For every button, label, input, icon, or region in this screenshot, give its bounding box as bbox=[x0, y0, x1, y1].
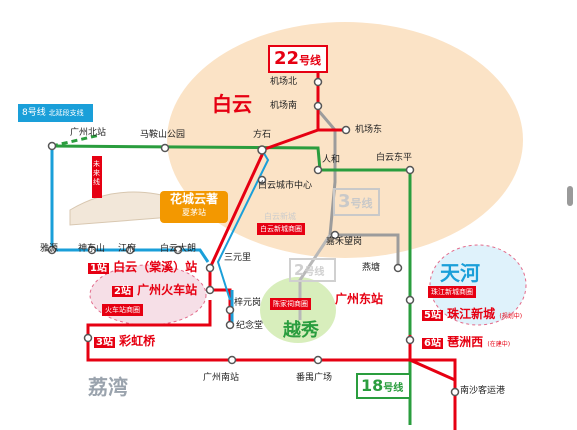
station-baiyun-city: 白云城市中心 bbox=[258, 181, 313, 191]
yuexiu-shangquan-tag: 陈家祠商圈 bbox=[270, 298, 311, 310]
stop-3-name: 彩虹桥 bbox=[119, 334, 156, 348]
station-jiangfu: 江府 bbox=[118, 244, 137, 254]
baiyun-area bbox=[167, 22, 523, 258]
line-3-route bbox=[316, 109, 400, 270]
yuexiu-area bbox=[260, 277, 336, 343]
station-jiahe-wanggang: 嘉禾望岗 bbox=[326, 237, 363, 247]
stop-1: 1站 白云（棠溪）站 bbox=[88, 258, 197, 275]
stop-6-note: (在建中) bbox=[487, 341, 511, 348]
line-8-south bbox=[216, 149, 270, 301]
scrollbar-thumb[interactable] bbox=[567, 186, 573, 206]
station-yantang: 燕塘 bbox=[362, 263, 381, 273]
area-baiyun: 白云 bbox=[212, 92, 252, 116]
line-8-dashed bbox=[51, 133, 101, 148]
stop-5-badge: 5站 bbox=[422, 310, 443, 321]
station-jichang-nan: 机场南 bbox=[270, 101, 298, 111]
station-jichang-bei: 机场北 bbox=[270, 77, 298, 87]
line-18-unit: 号线 bbox=[383, 383, 404, 394]
line-2-num: 2 bbox=[294, 261, 305, 279]
station-baiyun-dongping: 白云东平 bbox=[376, 153, 413, 163]
tianhe-area bbox=[429, 244, 527, 326]
line-22-south bbox=[86, 300, 457, 430]
area-yuexiu: 越秀 bbox=[283, 320, 319, 341]
station-yayuan: 雅源 bbox=[40, 244, 59, 254]
stop-6: 6站 琶洲西 (在建中) bbox=[422, 333, 510, 350]
line-18-num: 18 bbox=[361, 376, 384, 395]
station-sanyuanli: 三元里 bbox=[224, 253, 252, 263]
future-label: 未来线 bbox=[93, 160, 100, 186]
station-renhe: 人和 bbox=[322, 155, 341, 165]
stop-1-badge: 1站 bbox=[88, 263, 109, 274]
station-maanshan: 马鞍山公园 bbox=[140, 130, 186, 140]
area-liwan: 荔湾 bbox=[88, 375, 128, 399]
stop-5: 5站 珠江新城 (规划中) bbox=[422, 305, 522, 322]
baiyun-shangquan-tag: 白云新城商圈 bbox=[257, 223, 305, 235]
line-3-num: 3 bbox=[338, 191, 351, 212]
baiyun-xincheng-label: 白云新城 bbox=[264, 212, 296, 221]
stop-2-badge: 2站 bbox=[112, 286, 133, 297]
line-8-sub: 北延段支线 bbox=[48, 109, 84, 117]
station-panyu-guangchang: 番禺广场 bbox=[296, 373, 333, 383]
tianhe-shangquan-tag: 珠江新城商圈 bbox=[428, 286, 476, 298]
stop-1-name: 白云（棠溪）站 bbox=[113, 260, 198, 274]
future-label-bar bbox=[92, 156, 102, 198]
station-guangzhou-nan: 广州南站 bbox=[203, 373, 240, 383]
xiamao-sub: 夏茅站 bbox=[182, 208, 206, 217]
station-fangshi: 方石 bbox=[253, 130, 272, 140]
stop-6-name: 琶洲西 bbox=[447, 335, 484, 349]
stop-3-badge: 3站 bbox=[94, 337, 115, 348]
station-nodes bbox=[47, 77, 460, 397]
line-22-unit: 号线 bbox=[299, 54, 322, 67]
line-22-num: 22 bbox=[274, 48, 300, 69]
line-3-badge: 3号线 bbox=[333, 188, 380, 216]
station-guangzhou-bei: 广州北站 bbox=[70, 128, 107, 138]
station-baiyun-dalang: 白云大朗 bbox=[160, 244, 197, 254]
line-8-num: 8号线 bbox=[22, 108, 46, 118]
guangzhou-dong-label: 广州东站 bbox=[335, 292, 384, 306]
line-2-unit: 号线 bbox=[304, 267, 325, 278]
station-nansha: 南沙客运港 bbox=[460, 386, 506, 396]
stop-5-note: (规划中) bbox=[499, 313, 523, 320]
stop-2-name: 广州火车站 bbox=[137, 283, 198, 297]
stop-5-name: 珠江新城 bbox=[447, 307, 496, 321]
huoche-shangquan-tag: 火车站商圈 bbox=[102, 304, 143, 316]
huacheng-title: 花城云著 bbox=[169, 192, 218, 206]
station-jinian-tang: 纪念堂 bbox=[236, 321, 264, 331]
station-shendongshan: 神东山 bbox=[78, 244, 106, 254]
line-8-badge: 8号线 北延段支线 bbox=[18, 104, 93, 122]
station-jichang-dong: 机场东 bbox=[355, 125, 383, 135]
stop-6-badge: 6站 bbox=[422, 338, 443, 349]
area-tianhe: 天河 bbox=[440, 261, 480, 285]
station-zizhi-yuan: 梓元岗 bbox=[234, 298, 262, 308]
line-18-badge: 18号线 bbox=[356, 373, 411, 399]
stop-2: 2站 广州火车站 bbox=[112, 281, 197, 298]
stop-3: 3站 彩虹桥 bbox=[94, 332, 155, 349]
line-22-badge: 22号线 bbox=[268, 45, 328, 73]
line-2-badge: 2号线 bbox=[289, 258, 336, 282]
line-3-unit: 号线 bbox=[350, 197, 373, 210]
huacheng-banner: 花城云著 夏茅站 bbox=[160, 191, 228, 223]
